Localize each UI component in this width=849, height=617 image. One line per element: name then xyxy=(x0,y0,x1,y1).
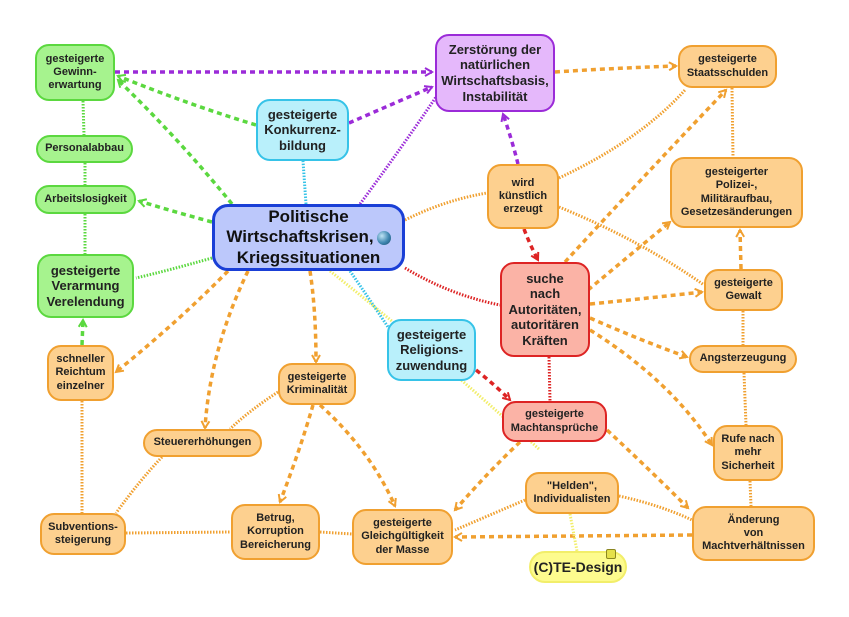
node-kuenstlich[interactable]: wird künstlich erzeugt xyxy=(487,164,559,229)
edge-gewalt-to-polizei xyxy=(740,230,741,270)
edge-subventionen-to-betrug xyxy=(125,530,232,535)
node-aenderung[interactable]: Änderung von Machtverhältnissen xyxy=(692,506,815,561)
edge-central-to-kuenstlich xyxy=(404,191,488,222)
edge-central-to-arbeitslosigkeit xyxy=(139,201,213,224)
node-sicherheit[interactable]: Rufe nach mehr Sicherheit xyxy=(713,425,783,481)
edge-religion-to-machtansprueche xyxy=(474,368,510,400)
edge-staatsschulden-to-polizei xyxy=(730,87,735,158)
node-subventionen[interactable]: Subventions- steigerung xyxy=(40,513,126,555)
central-topic-line2-text: Wirtschaftskrisen, xyxy=(226,227,374,247)
edge-helden-to-aenderung xyxy=(618,494,693,522)
edge-autoritaeten-to-machtansprueche xyxy=(547,356,552,402)
node-angst[interactable]: Angsterzeugung xyxy=(689,345,797,373)
edge-kuenstlich-to-zerstoerung xyxy=(503,114,520,165)
node-konkurrenz[interactable]: gesteigerte Konkurrenz- bildung xyxy=(256,99,349,161)
edge-central-to-religion xyxy=(348,270,392,331)
node-gewinnerwartung[interactable]: gesteigerte Gewinn- erwartung xyxy=(35,44,115,101)
edge-kuenstlich-to-gewalt xyxy=(558,205,705,287)
edge-zerstoerung-to-staatsschulden xyxy=(554,66,676,74)
node-gewalt[interactable]: gesteigerte Gewalt xyxy=(704,269,783,311)
edge-kuenstlich-to-staatsschulden xyxy=(558,88,687,180)
edge-konkurrenz-to-zerstoerung xyxy=(348,87,432,125)
edge-autoritaeten-to-gewalt xyxy=(589,292,702,306)
node-verarmung[interactable]: gesteigerte Verarmung Verelendung xyxy=(37,254,134,318)
edge-central-to-verarmung xyxy=(135,256,213,280)
edge-helden-to-gleichgueltigkeit xyxy=(454,498,526,532)
node-betrug[interactable]: Betrug, Korruption Bereicherung xyxy=(231,504,320,560)
node-helden[interactable]: "Helden", Individualisten xyxy=(525,472,619,514)
edge-autoritaeten-to-angst xyxy=(589,316,687,357)
node-personalabbau[interactable]: Personalabbau xyxy=(36,135,133,163)
node-autoritaeten[interactable]: suche nach Autoritäten, autoritären Kräf… xyxy=(500,262,590,357)
node-zerstoerung[interactable]: Zerstörung der natürlichen Wirtschaftsba… xyxy=(435,34,555,112)
edge-central-to-steuer xyxy=(205,270,250,428)
edge-central-to-kriminalitaet xyxy=(308,270,316,362)
edge-konkurrenz-to-gewinnerwartung xyxy=(118,76,257,127)
node-staatsschulden[interactable]: gesteigerte Staatsschulden xyxy=(678,45,777,88)
edge-central-to-autoritaeten xyxy=(404,266,501,307)
node-religion[interactable]: gesteigerte Religions- zuwendung xyxy=(387,319,476,381)
edge-machtansprueche-to-aenderung xyxy=(605,428,688,508)
node-kriminalitaet[interactable]: gesteigerte Kriminalität xyxy=(278,363,356,405)
edge-central-to-gewinnerwartung xyxy=(118,80,234,206)
edge-autoritaeten-to-polizei xyxy=(586,220,670,292)
edge-gewinnerwartung-to-personalabbau xyxy=(81,100,86,136)
edge-helden-to-copyright xyxy=(568,513,579,552)
node-reichtum[interactable]: schneller Reichtum einzelner xyxy=(47,345,114,401)
edge-central-to-konkurrenz xyxy=(301,160,308,205)
node-machtansprueche[interactable]: gesteigerte Machtansprüche xyxy=(502,401,607,442)
edge-betrug-to-gleichgueltigkeit xyxy=(319,530,353,536)
node-polizei[interactable]: gesteigerter Polizei-, Militäraufbau, Ge… xyxy=(670,157,803,228)
central-topic[interactable]: Politische Wirtschaftskrisen, Kriegssitu… xyxy=(212,204,405,271)
note-icon[interactable] xyxy=(606,549,616,559)
edge-autoritaeten-to-staatsschulden xyxy=(563,90,726,264)
edge-kriminalitaet-to-gleichgueltigkeit xyxy=(318,403,395,506)
node-steuer[interactable]: Steuererhöhungen xyxy=(143,429,262,457)
edge-kriminalitaet-to-betrug xyxy=(280,404,315,502)
edge-machtansprueche-to-gleichgueltigkeit xyxy=(455,440,522,510)
edge-reichtum-to-verarmung xyxy=(82,320,83,346)
edge-sicherheit-to-aenderung xyxy=(748,480,753,507)
globe-icon[interactable] xyxy=(376,230,391,245)
node-gleichgueltigkeit[interactable]: gesteigerte Gleichgültigkeit der Masse xyxy=(352,509,453,565)
edge-angst-to-sicherheit xyxy=(742,372,748,426)
central-topic-line2: Wirtschaftskrisen, xyxy=(226,227,391,247)
edge-steuer-to-subventionen xyxy=(114,455,164,514)
central-topic-line3: Kriegssituationen xyxy=(236,247,381,267)
node-arbeitslosigkeit[interactable]: Arbeitslosigkeit xyxy=(35,185,136,214)
edge-kuenstlich-to-autoritaeten xyxy=(522,228,540,260)
edge-central-to-zerstoerung xyxy=(358,96,438,205)
copyright-label: (C)TE-Design xyxy=(529,551,627,583)
edge-kriminalitaet-to-steuer xyxy=(228,390,279,431)
edge-autoritaeten-to-sicherheit xyxy=(589,328,714,445)
central-topic-line1: Politische xyxy=(268,206,349,226)
